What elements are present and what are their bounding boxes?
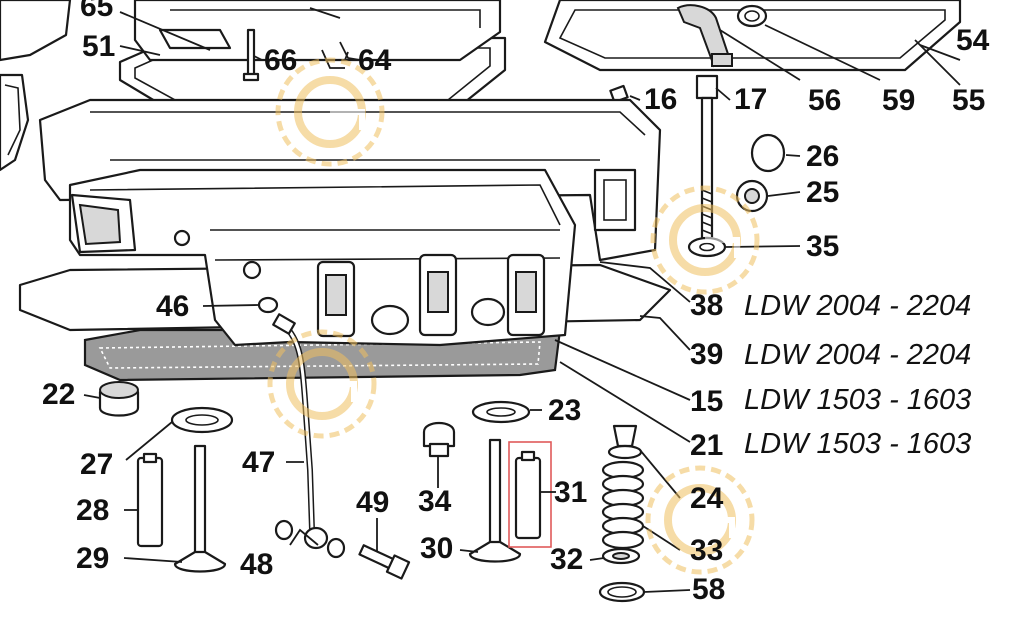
callout-58: 58 (692, 573, 726, 606)
callout-46: 46 (156, 290, 190, 323)
callout-35: 35 (806, 230, 840, 263)
model-note-15: LDW 1503 - 1603 (744, 384, 972, 416)
callout-16: 16 (644, 83, 678, 116)
leader-lines (83, 7, 961, 593)
clip-64 (321, 41, 361, 69)
callout-65: 65 (80, 0, 114, 23)
model-note-21: LDW 1503 - 1603 (744, 428, 972, 460)
callout-25: 25 (806, 176, 840, 209)
g-logo-icon (645, 465, 755, 575)
highlight-box-31 (508, 441, 552, 548)
seal-25 (735, 179, 769, 213)
washer-48 (274, 519, 346, 559)
callout-32: 32 (550, 543, 584, 576)
callout-28: 28 (76, 494, 110, 527)
valve-cover-right-54 (543, 0, 962, 72)
valve-29 (173, 444, 227, 573)
model-note-39: LDW 2004 - 2204 (744, 339, 972, 371)
cap-26 (750, 133, 786, 173)
g-logo-icon (650, 185, 760, 295)
valve-30 (468, 438, 522, 563)
callout-34: 34 (418, 485, 452, 518)
callout-22: 22 (42, 378, 76, 411)
hose-clamp-59 (736, 4, 768, 28)
callout-47: 47 (242, 446, 276, 479)
callout-23: 23 (548, 394, 582, 427)
callout-51: 51 (82, 30, 116, 63)
valve-keeper-24 (607, 424, 643, 460)
callout-30: 30 (420, 532, 454, 565)
callout-27: 27 (80, 448, 114, 481)
spring-seat-32 (601, 547, 641, 565)
g-logo-icon (275, 57, 385, 167)
callout-56: 56 (808, 84, 842, 117)
callout-24: 24 (690, 482, 724, 515)
o-ring-46 (257, 296, 279, 314)
stud-17 (695, 74, 719, 250)
model-note-38: LDW 2004 - 2204 (744, 290, 972, 322)
screw-66 (242, 28, 260, 82)
callout-31: 31 (554, 476, 588, 509)
callout-59: 59 (882, 84, 916, 117)
callout-49: 49 (356, 486, 390, 519)
washer-58 (598, 581, 646, 603)
valve-cover-left (0, 0, 72, 172)
callout-39: 39 (690, 338, 724, 371)
bolt-49 (358, 544, 411, 580)
callout-38: 38 (690, 289, 724, 322)
washer-23 (471, 400, 531, 424)
callout-21: 21 (690, 429, 724, 462)
washer-27 (170, 406, 234, 434)
callout-54: 54 (956, 24, 990, 57)
g-logo-icon (267, 329, 377, 439)
breather-pipe-56 (676, 4, 733, 68)
valve-guide-28 (136, 452, 164, 548)
callout-64: 64 (358, 44, 392, 77)
cap-22 (98, 381, 140, 417)
valve-spring-33 (601, 460, 645, 550)
callout-26: 26 (806, 140, 840, 173)
callout-48: 48 (240, 548, 274, 581)
callout-55: 55 (952, 84, 986, 117)
valve-cover-65 (133, 0, 502, 62)
valve-guide-31 (508, 441, 552, 548)
callout-29: 29 (76, 542, 110, 575)
callout-15: 15 (690, 385, 724, 418)
valve-stem-seal-34 (422, 421, 456, 458)
callout-33: 33 (690, 534, 724, 567)
cylinder-head-front (68, 168, 577, 347)
callout-66: 66 (264, 44, 298, 77)
callout-17: 17 (734, 83, 768, 116)
